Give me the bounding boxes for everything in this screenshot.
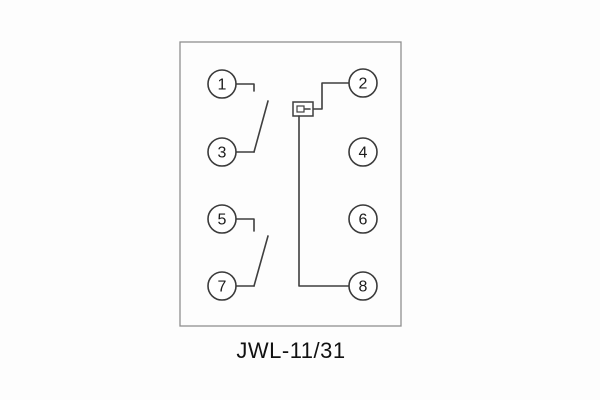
contact-blade-icon: [253, 235, 269, 287]
terminal-label: 6: [359, 212, 368, 229]
terminal-8: 8: [348, 271, 378, 301]
contact-fixed-lead-1: [235, 83, 255, 92]
terminal-circle: [207, 271, 237, 301]
terminal-circle: [348, 137, 378, 167]
terminal-circle: [348, 68, 378, 98]
terminal-6: 6: [348, 204, 378, 234]
terminal-label: 8: [359, 279, 368, 296]
terminal-label: 1: [218, 77, 227, 94]
terminal-label: 2: [359, 76, 368, 93]
coil-polarity-mark-icon: [296, 105, 305, 113]
coil-branch-2-8: [292, 82, 350, 287]
contact-fixed-lead-5: [235, 218, 255, 232]
terminal-circle: [207, 137, 237, 167]
terminal-3: 3: [207, 137, 237, 167]
terminal-label: 3: [218, 145, 227, 162]
terminal-circle: [348, 271, 378, 301]
terminal-label: 5: [218, 212, 227, 229]
contact-blade-icon: [253, 100, 269, 153]
terminal-circle: [207, 204, 237, 234]
wire-2-to-coil: [312, 82, 350, 110]
contact-5-7: [235, 218, 269, 287]
terminal-5: 5: [207, 204, 237, 234]
terminal-label: 7: [218, 279, 227, 296]
terminal-4: 4: [348, 137, 378, 167]
contact-1-3: [235, 83, 269, 153]
model-label: JWL-11/31: [236, 338, 345, 363]
wire-coil-to-8: [298, 115, 350, 287]
terminal-1: 1: [207, 69, 237, 99]
terminal-label: 4: [359, 145, 368, 162]
terminal-circle: [207, 69, 237, 99]
terminal-2: 2: [348, 68, 378, 98]
terminal-circle: [348, 204, 378, 234]
terminal-7: 7: [207, 271, 237, 301]
relay-outline: [179, 41, 402, 327]
